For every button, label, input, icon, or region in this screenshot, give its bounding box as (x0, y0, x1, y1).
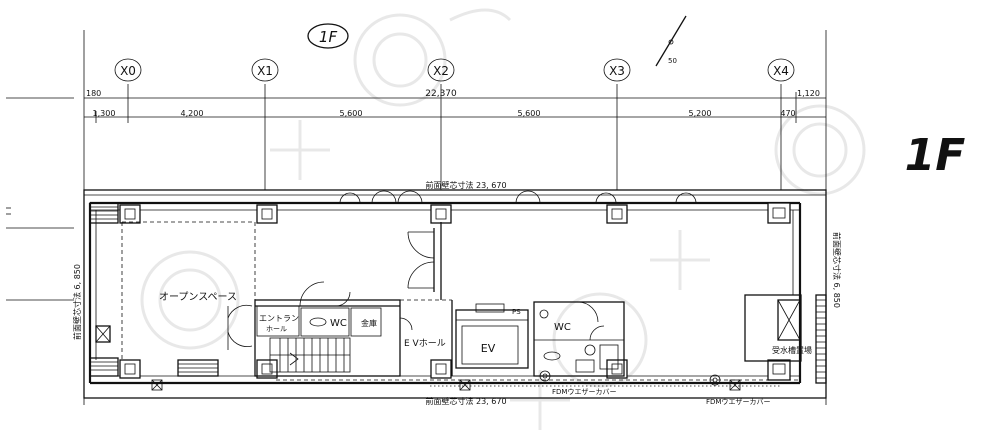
hatched-corners (89, 202, 827, 384)
dim-right-offset: 1,120 (797, 89, 820, 98)
dim-span-2: 4,200 (181, 109, 204, 118)
room-entrance-1: エントラン (259, 314, 299, 323)
open-space-area: オープンスペース (121, 221, 256, 360)
room-wc-right: WC (554, 322, 571, 333)
dim-left-offset: 180 (86, 89, 101, 98)
ev-hall: E Vホール EV PS (399, 299, 529, 376)
svg-text:X1: X1 (257, 64, 273, 78)
dim-span-1: 1,300 (93, 109, 116, 118)
dim-span-3: 5,600 (340, 109, 363, 118)
axis-bubble-x2: X2 (427, 58, 455, 82)
dimension-lines: 180 22,370 1,120 1,300 4,200 5,600 5,600… (83, 30, 827, 405)
bottom-boxes (151, 379, 741, 391)
top-door-arcs (339, 190, 697, 204)
wall-dim-left: 前面壁芯寸法 6, 850 (72, 264, 82, 340)
floor-label-circle: 1F (307, 23, 349, 49)
note-fdm-cover-1: FDMウエザーカバー (552, 388, 616, 396)
axis-bubble-x4: X4 (767, 58, 795, 82)
dim-span-5: 5,200 (689, 109, 712, 118)
axis-bubbles: X0 X1 X2 X3 X4 (114, 58, 795, 82)
floor-label-big: 1F (905, 130, 966, 181)
axis-bubble-x1: X1 (251, 58, 279, 82)
left-edge-marks (6, 97, 74, 301)
room-wc-left: WC (330, 318, 347, 329)
room-water-tank: 受水槽置場 (772, 345, 812, 355)
wall-dim-bottom: 前面壁芯寸法 23, 670 (425, 396, 506, 406)
central-partition (407, 222, 442, 300)
dim-total: 22,370 (425, 89, 457, 99)
stairs (269, 337, 351, 373)
axis-bubble-x0: X0 (114, 58, 142, 82)
fdm-covers: FDMウエザーカバー FDMウエザーカバー (539, 370, 770, 406)
core-right-wc: WC (533, 301, 625, 377)
svg-text:X2: X2 (433, 64, 449, 78)
svg-text:X3: X3 (609, 64, 625, 78)
axis-bubble-x3: X3 (603, 58, 631, 82)
north-arrow-icon: 50 (655, 15, 687, 67)
wall-dim-top: 前面壁芯寸法 23, 670 (425, 180, 506, 190)
exterior-walls (83, 189, 827, 399)
room-ev-hall: E Vホール (404, 338, 446, 349)
room-safe: 金庫 (361, 318, 377, 328)
svg-text:X4: X4 (773, 64, 789, 78)
core-left: エントラン ホール WC 金庫 (227, 281, 401, 377)
room-open-space: オープンスペース (159, 291, 237, 303)
equipment-square-icon (95, 325, 111, 343)
room-ev: EV (481, 342, 496, 355)
columns (119, 202, 791, 381)
svg-text:X0: X0 (120, 64, 136, 78)
dim-span-4: 5,600 (518, 109, 541, 118)
watermark (140, 8, 866, 430)
note-fdm-cover-2: FDMウエザーカバー (706, 398, 770, 406)
dim-span-6: 470 (780, 109, 795, 118)
floor-label-circle-text: 1F (319, 28, 338, 46)
north-arrow-label: 50 (668, 57, 677, 65)
room-entrance-2: ホール (266, 325, 287, 333)
wall-dim-right: 前面壁芯寸法 6, 850 (832, 232, 842, 308)
water-tank: 受水槽置場 (744, 294, 812, 362)
room-ps: PS (512, 308, 521, 316)
